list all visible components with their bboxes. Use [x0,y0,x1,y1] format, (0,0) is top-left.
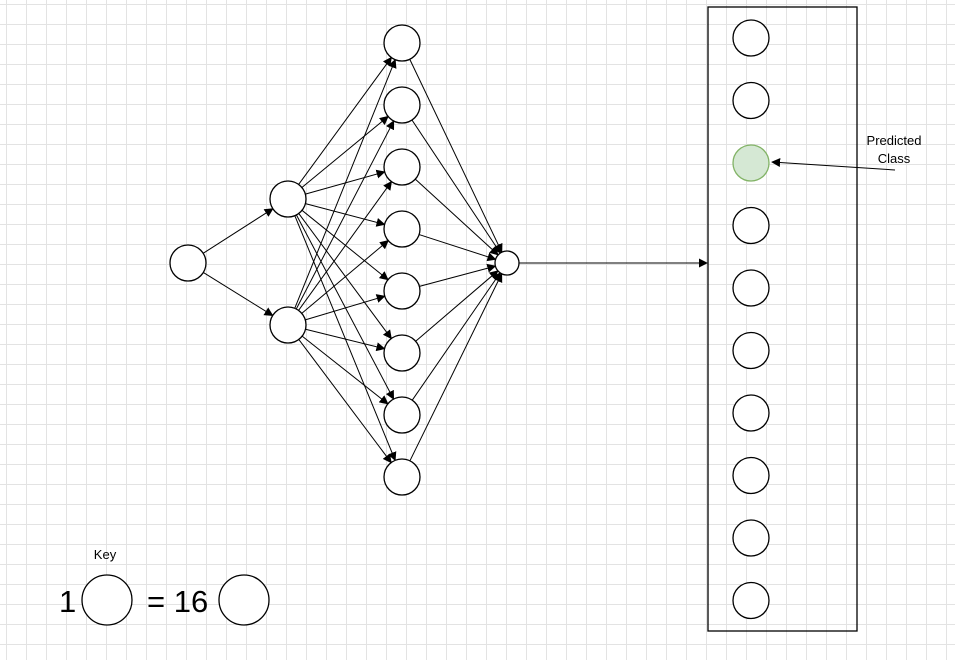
predicted-class-label-line2: Class [878,151,911,166]
edge-l1n1-l2n2 [298,180,392,311]
output-node [732,206,770,245]
edge-l2n3-l3n0 [418,234,497,262]
edge-l1n0-l2n7 [294,215,397,462]
nodes [169,24,520,496]
output-node [732,269,770,307]
edge-l1n0-l2n5 [298,213,392,340]
key-right-value: = 16 [147,584,208,619]
edge-l2n7-l3n0 [409,272,503,462]
edge-l2n1-l3n0 [411,119,501,254]
edge-l2n5-l3n0 [415,270,499,342]
key-title: Key [94,547,117,562]
edge-l2n2-l3n0 [414,178,499,256]
input-node [169,244,207,282]
predicted-class-label-line1: Predicted [867,133,922,148]
output-node [732,456,770,495]
key-left-node [81,574,133,626]
key-right-node [218,574,270,626]
hidden2-node [383,272,421,310]
output-node [732,81,770,120]
edge-l1n0-l2n0 [298,56,392,185]
edge-l1n0-l2n4 [301,209,389,281]
connections [202,56,708,464]
hidden2-node [383,458,421,496]
edge-l0n0-l1n1 [203,272,274,316]
key-left-value: 1 [59,584,76,619]
edge-l1n1-l2n0 [294,58,397,309]
hidden1-node [269,180,307,218]
edge-l1n1-l2n7 [298,339,392,464]
output-node [732,19,770,57]
hidden2-node [383,148,421,186]
edge-l0n0-l1n0 [202,208,274,254]
output-node [732,581,770,620]
predicted-class-arrow [771,158,896,171]
hidden2-node [383,24,421,62]
output-node [732,519,770,557]
edge-l1n1-l2n6 [301,335,389,405]
hidden3-node [494,250,520,276]
edge-l1n1-l2n1 [295,120,395,310]
output-node [732,394,770,432]
edge-l1n1-l2n4 [305,294,386,321]
output-layer-box [707,6,858,632]
edge-l1n1-l2n5 [305,328,386,352]
hidden2-node [383,396,421,434]
edge-l2n0-l3n0 [409,59,503,253]
edge-l2n6-l3n0 [411,272,501,401]
hidden2-node [383,210,421,248]
edge-l1n1-l2n3 [301,240,389,314]
output-node [732,331,770,370]
predicted-class-node [732,144,770,182]
hidden2-node [383,86,421,124]
hidden2-node [383,334,421,372]
edge-l1n0-l2n6 [295,214,395,400]
edge-l1n0-l2n1 [301,115,389,188]
key-legend: Key 1 = 16 [59,547,270,626]
edge-l2n4-l3n0 [419,263,497,287]
output-nodes [732,19,770,620]
hidden1-node [269,306,307,344]
